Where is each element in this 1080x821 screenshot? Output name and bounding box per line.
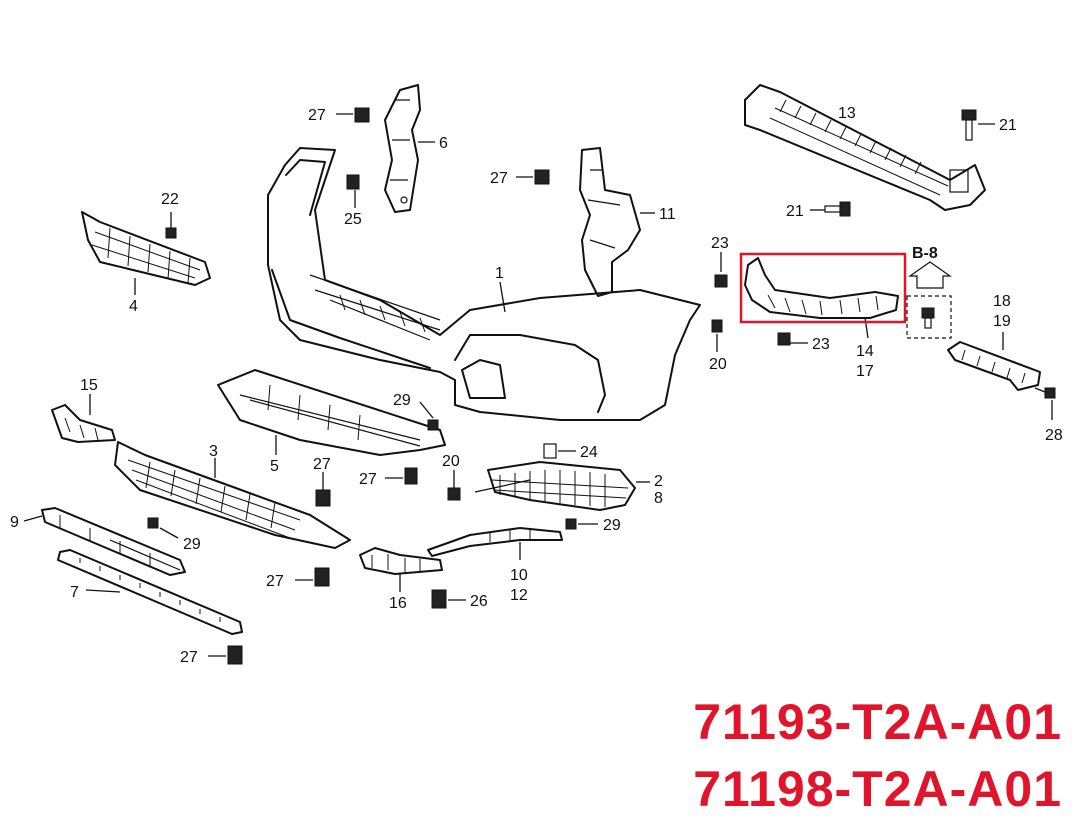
callout-19: 19 bbox=[993, 313, 1011, 330]
part-11-bracket bbox=[579, 147, 655, 297]
clip-27-center-right bbox=[385, 467, 418, 485]
callout-13: 13 bbox=[838, 105, 856, 122]
callout-26: 26 bbox=[470, 593, 488, 610]
callout-14: 14 bbox=[856, 343, 874, 360]
callout-27-center: 27 bbox=[313, 456, 331, 473]
highlight-box bbox=[739, 252, 907, 324]
callout-29-lower-right: 29 bbox=[603, 517, 621, 534]
part-14-side-bracket bbox=[744, 257, 899, 339]
callout-6: 6 bbox=[439, 135, 448, 152]
reference-arrow-icon bbox=[906, 261, 952, 339]
part-7-lower-molding bbox=[57, 549, 243, 635]
clip-22 bbox=[165, 212, 177, 239]
callout-28: 28 bbox=[1045, 427, 1063, 444]
clip-27-bottom-center bbox=[295, 567, 330, 587]
callout-labels: 1 2 3 4 5 6 7 8 9 10 11 12 13 14 15 16 1… bbox=[10, 105, 1063, 666]
callout-2: 2 bbox=[654, 473, 663, 490]
callout-21-lower: 21 bbox=[786, 203, 804, 220]
part-6-bracket bbox=[384, 84, 435, 213]
clip-25 bbox=[346, 174, 360, 208]
clip-27-top-center bbox=[516, 169, 550, 185]
callout-3: 3 bbox=[209, 443, 218, 460]
callout-17: 17 bbox=[856, 363, 874, 380]
callout-18: 18 bbox=[993, 293, 1011, 310]
callout-11: 11 bbox=[659, 206, 676, 223]
part-24-clip bbox=[543, 443, 576, 459]
callout-23-bottom: 23 bbox=[812, 336, 830, 353]
callout-24: 24 bbox=[580, 444, 598, 461]
part-1-bumper-face bbox=[267, 147, 701, 421]
callout-5: 5 bbox=[270, 458, 279, 475]
bolt-21-lower bbox=[810, 201, 851, 217]
callout-15: 15 bbox=[80, 377, 98, 394]
callout-27-top-left: 27 bbox=[308, 107, 326, 124]
bolt-20-center bbox=[447, 470, 461, 501]
part-4-upper-grille bbox=[81, 211, 211, 295]
callout-8: 8 bbox=[654, 490, 663, 507]
clip-27-bottom-left bbox=[208, 645, 243, 665]
callout-20-center: 20 bbox=[442, 453, 460, 470]
callout-4: 4 bbox=[129, 298, 138, 315]
bolt-20-right bbox=[711, 319, 723, 352]
part-5-under-cover bbox=[217, 369, 446, 456]
bolt-23-top bbox=[714, 252, 728, 288]
clip-27-center bbox=[315, 472, 331, 507]
part-13-bumper-beam bbox=[744, 84, 986, 211]
clip-27-top-left bbox=[336, 107, 370, 123]
callout-1: 1 bbox=[495, 265, 504, 282]
callout-27-bottom-center: 27 bbox=[266, 573, 284, 590]
callout-21-upper: 21 bbox=[999, 117, 1017, 134]
callout-23-top: 23 bbox=[711, 235, 729, 252]
callout-12: 12 bbox=[510, 587, 528, 604]
callout-29-upper: 29 bbox=[393, 392, 411, 409]
callout-22: 22 bbox=[161, 191, 179, 208]
callout-29-lower-left: 29 bbox=[183, 536, 201, 553]
callout-20-right: 20 bbox=[709, 356, 727, 373]
bolt-23-bottom bbox=[777, 332, 808, 346]
part-18-side-spacer bbox=[947, 332, 1041, 391]
callout-27-top-center: 27 bbox=[490, 170, 508, 187]
part-3-lower-grille bbox=[114, 441, 351, 549]
part-2-fog-grille bbox=[474, 461, 650, 511]
screw-29-lower-right bbox=[565, 518, 598, 530]
callout-27-center-right: 27 bbox=[359, 471, 377, 488]
clip-26 bbox=[431, 589, 466, 609]
part-number-2: 71198-T2A-A01 bbox=[693, 761, 1062, 817]
callout-7: 7 bbox=[70, 584, 79, 601]
callout-27-bottom-left: 27 bbox=[180, 649, 198, 666]
part-10-trim-strip bbox=[427, 527, 563, 560]
callout-25: 25 bbox=[344, 211, 362, 228]
part-number-1: 71193-T2A-A01 bbox=[693, 694, 1062, 750]
part-16-bracket bbox=[359, 547, 443, 592]
callout-10: 10 bbox=[510, 567, 528, 584]
callout-16: 16 bbox=[389, 595, 407, 612]
part-9-trim bbox=[23, 507, 186, 576]
screw-29-lower-left bbox=[147, 517, 179, 539]
screw-29-upper bbox=[419, 401, 439, 431]
reference-label: B-8 bbox=[912, 245, 938, 262]
screw-28 bbox=[1034, 387, 1056, 420]
callout-9: 9 bbox=[10, 514, 19, 531]
part-15-cover bbox=[51, 394, 116, 443]
bolt-21-upper bbox=[961, 109, 995, 141]
